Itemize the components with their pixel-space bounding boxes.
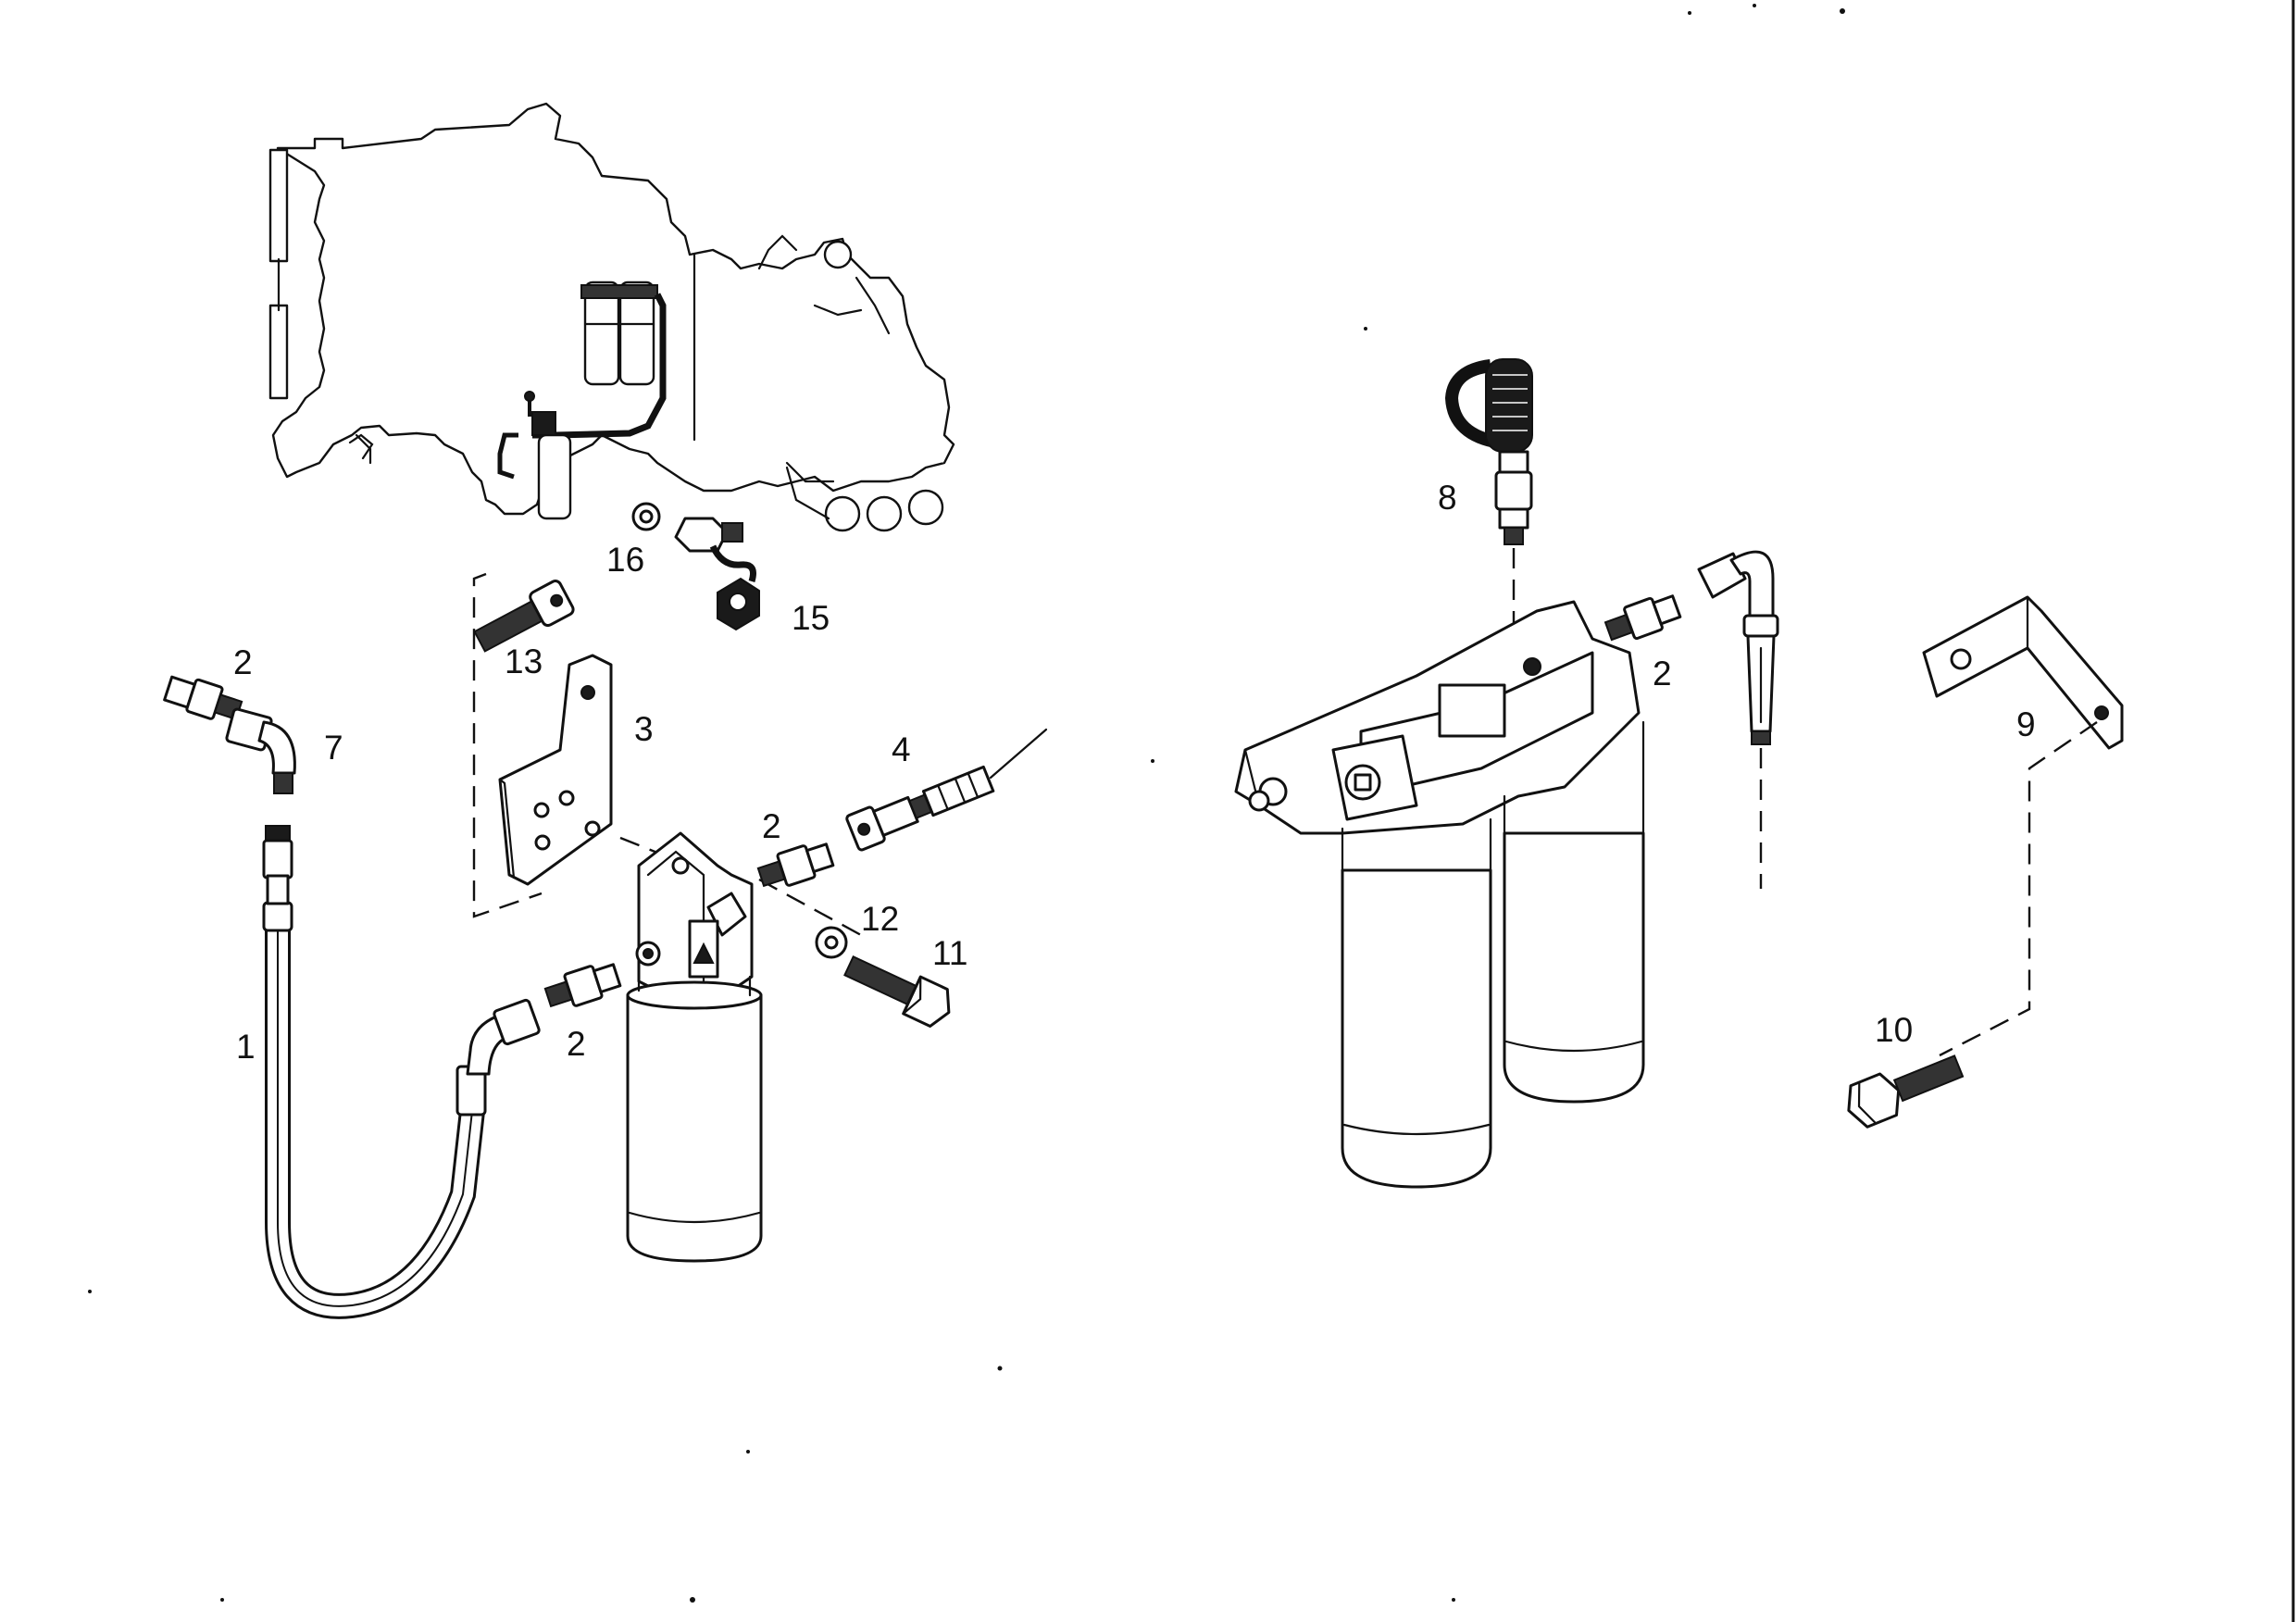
filter-center-leader: [758, 878, 862, 937]
angle-fitting: [225, 707, 296, 794]
screw-11: [843, 955, 951, 1028]
test-coupling: [1444, 358, 1533, 545]
callout-adapter-right: 2: [1653, 655, 1672, 692]
callout-cap-15: 15: [792, 599, 830, 637]
callout-angle-bracket: 9: [2016, 705, 2036, 743]
hose-part: [262, 825, 541, 1319]
callout-screw-11: 11: [932, 934, 967, 972]
screw-13: [473, 580, 575, 653]
callout-washer-12: 12: [861, 900, 899, 938]
adapter-lower-left: [543, 963, 622, 1008]
callout-line-fitting: 4: [892, 730, 911, 768]
bracket-9-leader: [1939, 721, 2098, 1057]
engine-overview: [268, 102, 955, 532]
elbow-pipe: [1697, 550, 1779, 745]
line-fitting: [845, 765, 995, 852]
callout-hose: 1: [236, 1028, 256, 1066]
angle-bracket: [1922, 595, 2124, 750]
fitting-4-tail: [989, 728, 1048, 780]
callout-adapter-center: 2: [762, 807, 781, 845]
adapter-center: [756, 842, 835, 888]
cap-15: [709, 544, 760, 631]
adapter-top-left: [163, 675, 243, 721]
callout-screw-13: 13: [505, 643, 543, 680]
callout-angle-fitting: 7: [324, 729, 343, 767]
scan-specks: [88, 0, 2295, 1622]
callout-adapter-top-left: 2: [233, 643, 253, 681]
callout-nipple-16: 16: [606, 541, 644, 579]
screw-10: [1847, 1054, 1965, 1129]
plate-bracket: [498, 654, 613, 886]
callout-test-coupling: 8: [1438, 479, 1457, 517]
callout-adapter-lower-left: 2: [567, 1025, 586, 1063]
nipple-16: [631, 502, 743, 553]
single-filter: [626, 831, 763, 1263]
screw-13-leader: [472, 572, 543, 918]
callout-plate-bracket: 3: [634, 710, 654, 748]
washer-12: [815, 926, 848, 959]
twin-filter: [1234, 600, 1645, 1189]
adapter-right: [1603, 594, 1682, 642]
callout-screw-10: 10: [1875, 1011, 1913, 1049]
